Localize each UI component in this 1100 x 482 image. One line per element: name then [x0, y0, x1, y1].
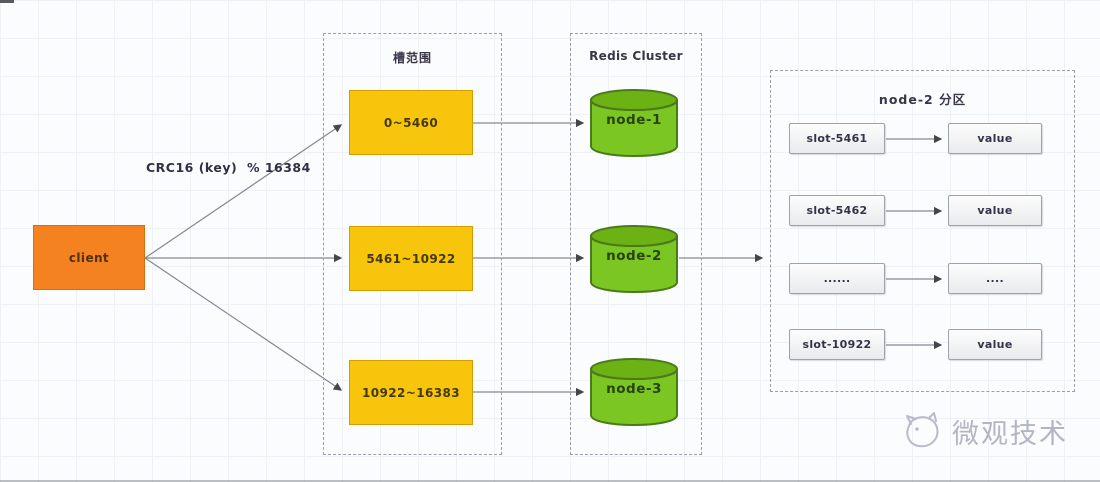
database-cylinder-icon — [590, 225, 678, 293]
cat-logo-icon — [906, 412, 939, 448]
value-label: value — [977, 132, 1013, 145]
slot-range-box-2: 5461~10922 — [349, 226, 473, 291]
slot-key-box-2: slot-5462 — [789, 195, 885, 226]
slot-key-label: slot-5461 — [806, 132, 868, 145]
slot-range-group-title: 槽范围 — [392, 51, 432, 65]
slot-range-label: 0~5460 — [383, 115, 439, 130]
node-2-partition-title: node-2 分区 — [878, 92, 967, 107]
slot-key-label: ...... — [823, 272, 851, 285]
node-3-cylinder: node-3 — [590, 357, 678, 427]
database-cylinder-icon — [590, 89, 678, 157]
value-box-3: value — [948, 329, 1042, 360]
node-2-cylinder: node-2 — [590, 224, 678, 294]
node-2-partition-group: node-2 分区 — [770, 70, 1075, 392]
node-3-label: node-3 — [606, 381, 662, 397]
hash-function-label: CRC16 (key) % 16384 — [146, 160, 311, 175]
watermark-text: 微观技术 — [952, 418, 1068, 450]
value-label: value — [977, 204, 1013, 217]
watermark: 微观技术 — [898, 410, 1068, 452]
slot-key-box-3: slot-10922 — [789, 329, 885, 360]
edge-artifact-top — [0, 0, 14, 3]
database-cylinder-icon — [590, 358, 678, 426]
slot-key-box-1: slot-5461 — [789, 123, 885, 154]
value-box-2: value — [948, 195, 1042, 226]
node-1-cylinder: node-1 — [590, 88, 678, 158]
slot-range-label: 5461~10922 — [366, 251, 456, 266]
redis-cluster-group-title: Redis Cluster — [589, 49, 683, 63]
slot-key-label: slot-5462 — [806, 204, 868, 217]
value-label: value — [977, 338, 1013, 351]
value-box-ellipsis: .... — [948, 263, 1042, 294]
slot-range-group: 槽范围 — [323, 33, 502, 455]
value-box-1: value — [948, 123, 1042, 154]
node-1-label: node-1 — [606, 112, 662, 128]
client-node: client — [33, 225, 145, 290]
value-label: .... — [986, 272, 1004, 285]
slot-key-label: slot-10922 — [802, 338, 872, 351]
node-2-label: node-2 — [606, 248, 662, 264]
redis-cluster-group: Redis Cluster — [570, 33, 702, 455]
slot-key-box-ellipsis: ...... — [789, 263, 885, 294]
slot-range-box-1: 0~5460 — [349, 90, 473, 155]
client-label: client — [68, 250, 110, 265]
slot-range-label: 10922~16383 — [362, 385, 460, 400]
edge-artifact-bottom — [0, 480, 1100, 482]
slot-range-box-3: 10922~16383 — [349, 360, 473, 425]
